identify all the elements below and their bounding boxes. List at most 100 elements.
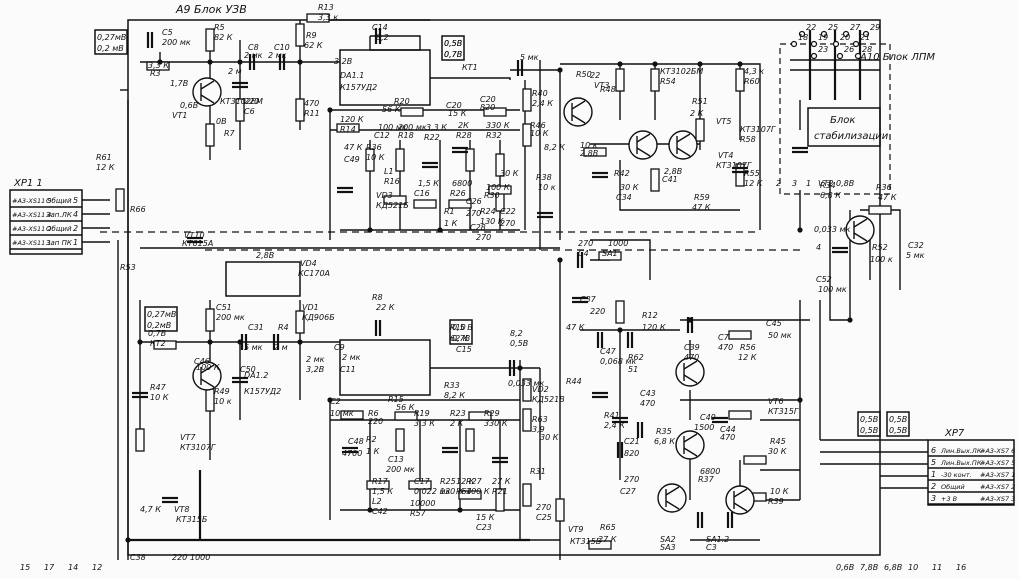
pin-terminal xyxy=(836,52,844,60)
a10-pin-number: 25 xyxy=(828,23,838,32)
component-label: VT8 xyxy=(174,505,189,514)
resistor-horizontal xyxy=(728,330,752,340)
transistor-symbol xyxy=(845,215,875,245)
component-label: C10 xyxy=(274,43,290,52)
transistor-symbol xyxy=(675,357,705,387)
component-label: C6 xyxy=(244,107,255,116)
component-label: 270 xyxy=(466,209,481,218)
resistor-vertical xyxy=(650,68,660,92)
component-label: 2 мк xyxy=(244,51,263,60)
resistor-vertical xyxy=(115,188,125,212)
transistor-emitter xyxy=(683,374,698,384)
component-label: 1 К xyxy=(366,447,380,456)
component-label: R22 xyxy=(424,133,440,142)
stab-block-line-1: Блок xyxy=(830,115,855,126)
level-5b: 0,5В xyxy=(860,426,878,435)
component-label: 10 к xyxy=(580,141,598,150)
xp1-name: Общий xyxy=(46,225,72,233)
component-label: C37 xyxy=(580,295,597,304)
component-label: C2 xyxy=(330,397,341,406)
component-label: C39 xyxy=(684,343,700,352)
component-label: 8,2 xyxy=(376,33,389,42)
board-outlines xyxy=(9,19,1015,556)
resistor-horizontal xyxy=(868,205,892,215)
component-label: VD4 xyxy=(300,259,317,268)
component-label: C44 xyxy=(720,425,736,434)
resistor-horizontal xyxy=(743,455,767,465)
component-label: 6800 xyxy=(700,467,720,476)
component-label: 3 xyxy=(792,179,797,188)
component-label: R1 xyxy=(444,207,455,216)
component-label: 470 xyxy=(640,399,655,408)
component-label: R50 xyxy=(576,70,592,79)
transistor-collector xyxy=(200,80,215,90)
component-label: C41 xyxy=(662,175,678,184)
component-label: КТ2 xyxy=(150,339,166,348)
component-label: 15 xyxy=(20,563,30,572)
component-label: R13 xyxy=(318,3,334,12)
component-label: 30 К xyxy=(500,169,519,178)
component-label: R16 xyxy=(384,177,400,186)
component-label: VD3 xyxy=(376,191,393,200)
component-label: 47 К xyxy=(692,203,711,212)
transistor-symbol xyxy=(668,130,698,160)
component-label: C52 xyxy=(816,275,832,284)
xp1-name: Зап ПК xyxy=(46,239,73,247)
component-label: 15 К xyxy=(448,109,467,118)
pin-terminal xyxy=(842,30,850,38)
component-label: 50 мк xyxy=(768,331,792,340)
resistor-vertical xyxy=(465,428,475,452)
junction-dot xyxy=(652,61,658,67)
level-6b: 0,5В xyxy=(889,426,907,435)
component-label: R23 xyxy=(450,409,466,418)
junction-dot xyxy=(367,227,373,233)
component-label: R41 xyxy=(604,411,620,420)
component-label: R8 xyxy=(372,293,383,302)
resistor-vertical xyxy=(465,148,475,172)
component-label: 2,4 К xyxy=(604,421,625,430)
component-label: R49 xyxy=(214,387,230,396)
component-label: R58 xyxy=(740,135,756,144)
component-label: R56 xyxy=(740,343,756,352)
component-label: 470 xyxy=(720,433,735,442)
a10-pin-number: 27 xyxy=(850,23,861,32)
component-label: 4700 xyxy=(342,449,362,458)
component-label: R62 xyxy=(628,353,644,362)
component-label: 27 К xyxy=(492,477,511,486)
transistor-collector xyxy=(853,218,868,228)
transistor-emitter xyxy=(683,447,698,457)
resistor-vertical xyxy=(615,68,625,92)
xp1-name: Общий xyxy=(46,197,72,205)
component-label: 3,3 К xyxy=(426,123,447,132)
transistor-collector xyxy=(683,433,698,443)
xp7-ref: #А3-XS7 6 xyxy=(980,447,1015,455)
component-label: 2 мк xyxy=(342,353,361,362)
component-label: 100 К xyxy=(196,363,220,372)
component-label: 12 К xyxy=(738,353,757,362)
xp7-pin: 5 xyxy=(931,458,936,467)
component-label: 22 xyxy=(590,71,600,80)
component-label: DA1.1 xyxy=(340,71,364,80)
resistor-vertical xyxy=(495,488,505,512)
component-label: DA1.2 xyxy=(244,371,268,380)
resistor-vertical xyxy=(495,153,505,177)
component-label: SA3 xyxy=(660,543,676,552)
component-label: C45 xyxy=(766,319,782,328)
component-label: R65 xyxy=(600,523,616,532)
component-label: R10 xyxy=(450,323,466,332)
component-label: R5 xyxy=(214,23,225,32)
component-label: 12 К xyxy=(456,477,475,486)
component-label: 62 К xyxy=(450,334,469,343)
component-label: R17 xyxy=(372,477,389,486)
resistor-horizontal xyxy=(306,13,330,23)
junction-dot xyxy=(367,507,373,513)
resistor-horizontal xyxy=(728,410,752,420)
component-label: R40 xyxy=(532,89,548,98)
resistor-vertical xyxy=(615,300,625,324)
component-label: КТ3107Г xyxy=(716,161,752,170)
component-label: 2 xyxy=(776,179,781,188)
component-label: C13 xyxy=(388,455,404,464)
component-label: КТ315Б xyxy=(570,537,602,546)
